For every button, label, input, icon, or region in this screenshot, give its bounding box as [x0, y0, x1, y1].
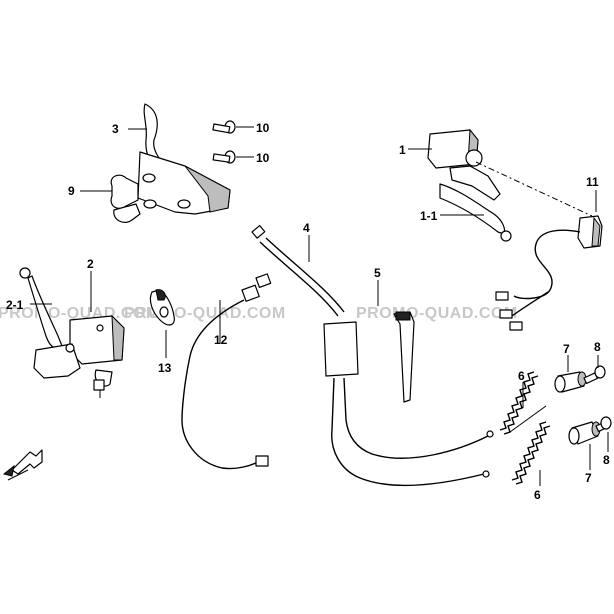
callout-7-lower: 7: [585, 471, 592, 485]
part-8-screw-lower: [595, 416, 612, 433]
callout-2: 2: [87, 257, 94, 271]
part-10-screw-lower: [212, 150, 236, 164]
part-7-cap-lower: [568, 421, 601, 445]
callout-1: 1: [399, 143, 406, 157]
part-6-spring-upper: [499, 371, 547, 435]
callout-6-upper: 6: [518, 369, 525, 383]
part-13-clamp: [149, 289, 175, 326]
part-10-screw-upper: [212, 120, 236, 134]
callout-10-upper: 10: [256, 121, 270, 135]
callout-12: 12: [214, 333, 228, 347]
callout-9: 9: [68, 184, 75, 198]
callout-13: 13: [158, 361, 172, 375]
part-1-master-cylinder: [427, 128, 501, 201]
part-1-1-brake-lever: [439, 183, 512, 242]
callout-7-upper: 7: [563, 342, 570, 356]
callout-6-lower: 6: [534, 488, 541, 502]
callout-4: 4: [303, 221, 310, 235]
watermark-right: PROMO-QUAD.COM: [356, 305, 518, 322]
part-3-lever-holder-assembly: [110, 103, 231, 223]
part-4-throttle-cable: [251, 224, 494, 487]
part-6-spring-lower: [511, 421, 551, 485]
part-5-cable-tie: [393, 311, 415, 403]
part-7-cap-upper: [554, 371, 587, 393]
callout-3: 3: [112, 122, 119, 136]
front-direction-arrow-icon: [2, 449, 43, 481]
part-12-switch-wire: [181, 273, 272, 470]
callout-8-upper: 8: [594, 340, 601, 354]
callout-10-lower: 10: [256, 151, 270, 165]
callout-2-1: 2-1: [6, 298, 24, 312]
part-11-switch-housing: [495, 215, 603, 331]
callout-11: 11: [586, 175, 599, 189]
watermark-center: PROMO-QUAD.COM: [124, 305, 286, 322]
callout-5: 5: [374, 266, 381, 280]
callout-8-lower: 8: [603, 453, 610, 467]
part-8-screw-upper: [583, 365, 606, 385]
callout-1-1: 1-1: [420, 209, 438, 223]
part-2-control-housing: [33, 314, 125, 398]
